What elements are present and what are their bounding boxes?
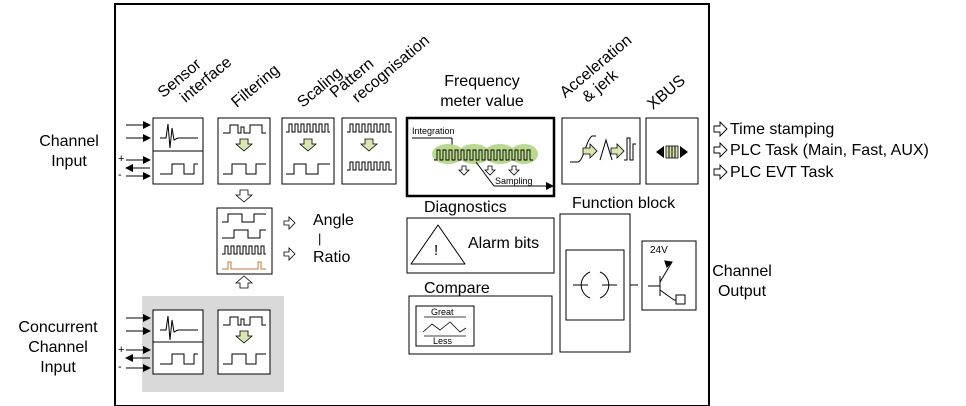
main-frame — [114, 3, 710, 406]
down-arrow-icon — [234, 189, 254, 203]
concurrent-sensor-block — [152, 309, 204, 375]
input-arrows-bottom — [125, 314, 151, 372]
minus-sign: - — [118, 169, 122, 181]
compare-title: Compare — [424, 280, 490, 297]
warning-triangle-icon — [410, 224, 466, 265]
compare-less-label: Less — [433, 336, 453, 346]
function-symbol-icon — [573, 271, 617, 299]
sensor-interface-block — [152, 117, 204, 185]
frequency-meter-header: Frequency meter value — [440, 73, 524, 110]
integration-label: Integration — [412, 126, 455, 136]
plus-sign-concurrent: + — [118, 344, 125, 356]
plus-sign: + — [118, 153, 125, 165]
function-block-title: Function block — [572, 195, 676, 212]
scaling-block — [281, 117, 335, 185]
output-arrows — [713, 120, 728, 181]
angle-ratio-separator: | — [318, 231, 322, 246]
voltage-label: 24V — [650, 245, 668, 256]
angle-label: Angle — [313, 212, 354, 229]
frequency-meter-block — [405, 116, 556, 198]
output-time-stamping: Time stamping — [730, 121, 835, 138]
output-plc-task: PLC Task (Main, Fast, AUX) — [730, 142, 929, 159]
diagnostics-title: Diagnostics — [424, 199, 507, 216]
pattern-block — [341, 117, 397, 185]
angle-ratio-block — [216, 207, 296, 275]
channel-output-icon — [641, 240, 697, 311]
channel-input-label: Channel Input — [39, 133, 99, 170]
xbus-block — [645, 117, 699, 185]
sampling-label: Sampling — [495, 176, 533, 186]
compare-great-label: Great — [431, 307, 454, 317]
compare-icon — [415, 305, 475, 347]
filtering-block — [217, 117, 271, 185]
ratio-label: Ratio — [313, 249, 351, 266]
acceleration-block — [561, 117, 641, 185]
up-arrow-icon — [234, 275, 254, 289]
concurrent-filtering-block — [217, 309, 271, 375]
channel-output-label: Channel Output — [712, 263, 772, 300]
output-plc-evt-task: PLC EVT Task — [730, 164, 834, 181]
alarm-symbol: ! — [434, 242, 439, 259]
input-arrows-top — [125, 121, 151, 180]
concurrent-input-label: Concurrent Channel Input — [18, 319, 98, 376]
minus-sign-concurrent: - — [118, 361, 122, 373]
alarm-bits-label: Alarm bits — [468, 235, 540, 252]
